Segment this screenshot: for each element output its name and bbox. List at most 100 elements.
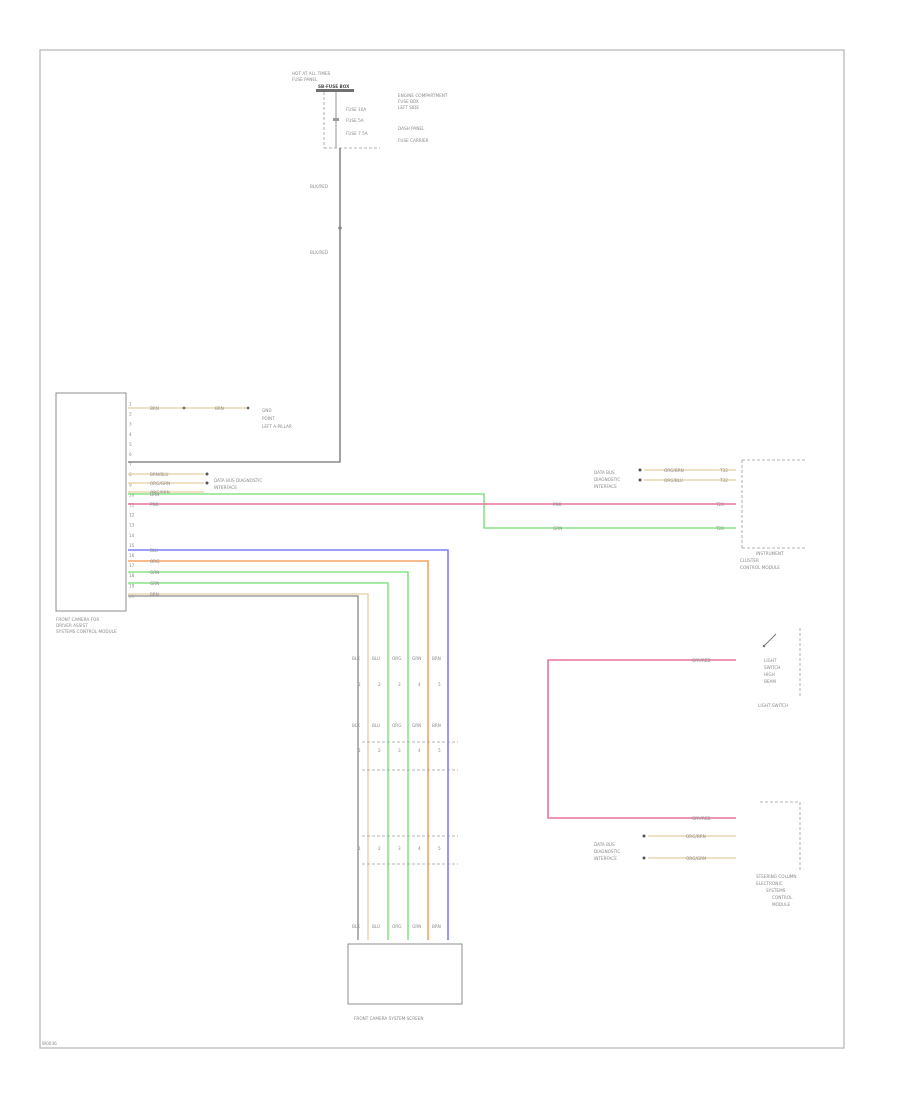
video-wire-tag-3: GRN (150, 570, 159, 575)
cluster-bus-dot-2 (638, 478, 642, 482)
connector-wire-tag: BRN (432, 656, 441, 661)
steering-dest-3: INTERFACE (594, 856, 617, 861)
steering-wire-tag-1: ORG/BRN (686, 834, 706, 839)
connector-wire-tag: BLU (372, 924, 380, 929)
ground-point-dot (246, 406, 250, 410)
steering-wire-tag-2: ORG/GRN (686, 856, 706, 861)
cluster-dest-1: DATA BUS (594, 470, 615, 475)
connector-pin-number: 1 (358, 682, 361, 687)
module-pin-number: 19 (129, 583, 135, 588)
video-wire-tag-4: GRN (150, 581, 159, 586)
module-pin-number: 18 (129, 573, 135, 578)
bus-dot-2 (205, 481, 209, 485)
connector-pin-number: 3 (398, 748, 401, 753)
connector-wire-tag: GRN (412, 723, 421, 728)
switch-contact-icon (763, 633, 777, 647)
connector-pin-number: 4 (418, 748, 421, 753)
steering-name-3: SYSTEMS (766, 888, 786, 893)
camera-control-module: FRONT CAMERA FOR DRIVER ASSIST SYSTEMS C… (55, 392, 135, 634)
light-switch-line-3: HIGH (764, 672, 775, 677)
connector-wire-tag: ORG (392, 723, 401, 728)
connector-wire-tag: BLK (352, 723, 360, 728)
module-pin-number: 1 (129, 402, 132, 407)
ground-circuit: BRN BRN GND POINT LEFT A-PILLAR (128, 406, 292, 429)
video-wire-tag-5: BRN (150, 592, 159, 597)
module-pin-number: 15 (129, 543, 135, 548)
light-switch-line-1: LIGHT (764, 658, 777, 663)
can-pink-tag: PNK (150, 502, 159, 507)
video-wire-tag-2: ORG (150, 559, 159, 564)
light-switch-line-4: BEAM (764, 679, 776, 684)
camera-screen-name: FRONT CAMERA SYSTEM SCREEN (354, 1016, 424, 1021)
video-wire-green-2 (128, 582, 389, 940)
fuse-label-1: FUSE 10A (346, 107, 366, 112)
connector-pin-number: 2 (378, 846, 381, 851)
video-wire-green-1 (128, 571, 409, 940)
fuse-desc-1: ENGINE COMPARTMENT (398, 93, 448, 98)
fuse-desc-3: LEFT SIDE (398, 105, 419, 110)
steering-name-1: STEERING COLUMN (756, 874, 797, 879)
module-pin-number: 5 (129, 442, 132, 447)
power-supply: HOT AT ALL TIMES FUSE PANEL SB-FUSE BOX … (292, 71, 448, 255)
connector-wire-tag: ORG (392, 656, 401, 661)
connector-wire-tag: GRN (412, 924, 421, 929)
module-pin-number: 6 (129, 452, 132, 457)
fuse-block-bar (316, 89, 354, 92)
cluster-pin-1: T32 (719, 468, 728, 473)
connector-pin-number: 5 (438, 682, 441, 687)
cluster-bus-dot-1 (638, 468, 642, 472)
camera-screen: FRONT CAMERA SYSTEM SCREEN (347, 943, 463, 1021)
instrument-cluster: ORG/BRN ORG/BLU DATA BUS DIAGNOSTIC INTE… (594, 459, 806, 570)
switch-pivot-icon (762, 644, 766, 648)
bus-wire-tag-2: ORG/GRN (150, 481, 170, 486)
steering-bus-dot-2 (642, 856, 646, 860)
steering-name-4: CONTROL (772, 895, 793, 900)
fuse-icon (333, 118, 339, 121)
fuse-desc-4: DASH PANEL (398, 126, 425, 131)
supply-wire-tag-2: BLK/RED (310, 250, 328, 255)
video-wire-gray (128, 595, 359, 940)
supply-wire-tag-1: BLK/RED (310, 184, 328, 189)
ground-label-1: GND (262, 408, 272, 413)
fuse-desc-2: FUSE BOX (398, 99, 419, 104)
light-switch: GRY/RED GRY/RED LIGHT SWITCH HIGH BEAM L… (547, 628, 801, 821)
connector-wire-tag: BLK (352, 656, 360, 661)
bus-wire-tag-3: ORG/BRN (150, 490, 170, 495)
cluster-dest-3: INTERFACE (594, 484, 617, 489)
ground-wire-tag-2: BRN (215, 406, 224, 411)
can-green-tag-right: GRN (553, 526, 562, 531)
light-switch-wire-tag-bottom: GRY/RED (692, 816, 711, 821)
module-pin-number: 10 (129, 492, 135, 497)
connector-pin-number: 3 (398, 846, 401, 851)
bus-dot-1 (205, 472, 209, 476)
cluster-pin-4: T20 (715, 526, 724, 531)
module-pin-number: 14 (129, 533, 135, 538)
module-pin-number: 13 (129, 523, 135, 528)
module-pin-number: 4 (129, 432, 132, 437)
module-pin-number: 11 (129, 503, 135, 508)
bus-wire-tag-1: BRN/BLU (150, 472, 168, 477)
video-wire-blue (128, 549, 449, 940)
module-pin-number: 9 (129, 482, 132, 487)
connector-wire-tag: BRN (432, 924, 441, 929)
diagram-frame (39, 49, 845, 1049)
steering-bus-dot-1 (642, 834, 646, 838)
bus-short-wires: BRN/BLU ORG/GRN ORG/BRN DATA BUS DIAGNOS… (128, 472, 262, 495)
connector-wire-tag: BLU (372, 656, 380, 661)
steering-name-5: MODULE (772, 902, 791, 907)
cluster-pin-3: T20 (715, 502, 724, 507)
connector-pin-number: 5 (438, 846, 441, 851)
steering-dest-2: DIAGNOSTIC (594, 849, 620, 854)
connector-pin-number: 2 (378, 682, 381, 687)
connector-pin-number: 4 (418, 682, 421, 687)
cluster-dest-2: DIAGNOSTIC (594, 477, 620, 482)
diagram-code: W0036 (42, 1041, 57, 1046)
camera-control-module-box (55, 392, 127, 612)
light-switch-wire (547, 659, 736, 819)
fuse-label-3: FUSE 7.5A (346, 131, 368, 136)
module-pin-number: 17 (129, 563, 135, 568)
